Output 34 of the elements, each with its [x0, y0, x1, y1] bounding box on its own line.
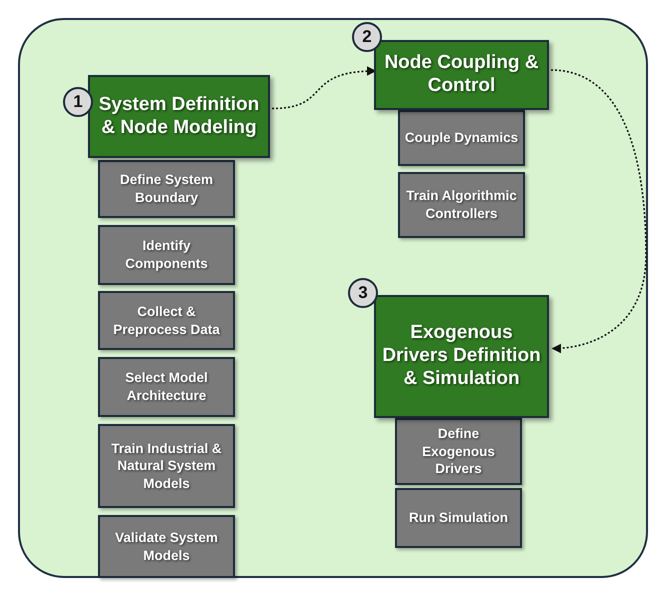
step-box: [98, 225, 235, 285]
step-number: 2: [362, 27, 372, 47]
panel-background: [18, 18, 648, 578]
step-box: [98, 424, 235, 508]
number-circle: [348, 278, 378, 308]
step-box: [98, 291, 235, 350]
stage-box: [88, 75, 270, 158]
number-circle: [352, 22, 382, 52]
step-label: Run Simulation: [409, 509, 508, 527]
stage-title: System Definition & Node Modeling: [98, 94, 260, 140]
step-label: Validate System Models: [114, 528, 219, 564]
step-label: Train Algorithmic Controllers: [405, 187, 518, 223]
stage-box: [374, 295, 549, 418]
step-box: [395, 418, 522, 485]
step-box: [398, 172, 525, 238]
stage-title: Exogenous Drivers Definition & Simulation: [381, 322, 542, 391]
stage-box: [374, 40, 549, 110]
step-label: Couple Dynamics: [404, 129, 518, 147]
step-box: [98, 357, 235, 417]
step-number: 3: [358, 283, 368, 303]
step-box: [398, 110, 525, 166]
dotted-arrow: [550, 69, 647, 353]
step-label: Select Model Architecture: [124, 369, 209, 405]
step-number: 1: [73, 92, 83, 112]
stage-title: Node Coupling & Control: [383, 52, 540, 98]
step-label: Identify Components: [124, 237, 209, 273]
step-label: Define System Boundary: [118, 171, 214, 207]
step-box: [98, 515, 235, 578]
step-label: Train Industrial & Natural System Models: [110, 440, 223, 492]
number-circle: [63, 87, 93, 117]
step-box: [395, 488, 522, 548]
step-label: Collect & Preprocess Data: [112, 302, 221, 338]
step-box: [98, 160, 235, 218]
step-label: Define Exogenous Drivers: [421, 425, 496, 478]
